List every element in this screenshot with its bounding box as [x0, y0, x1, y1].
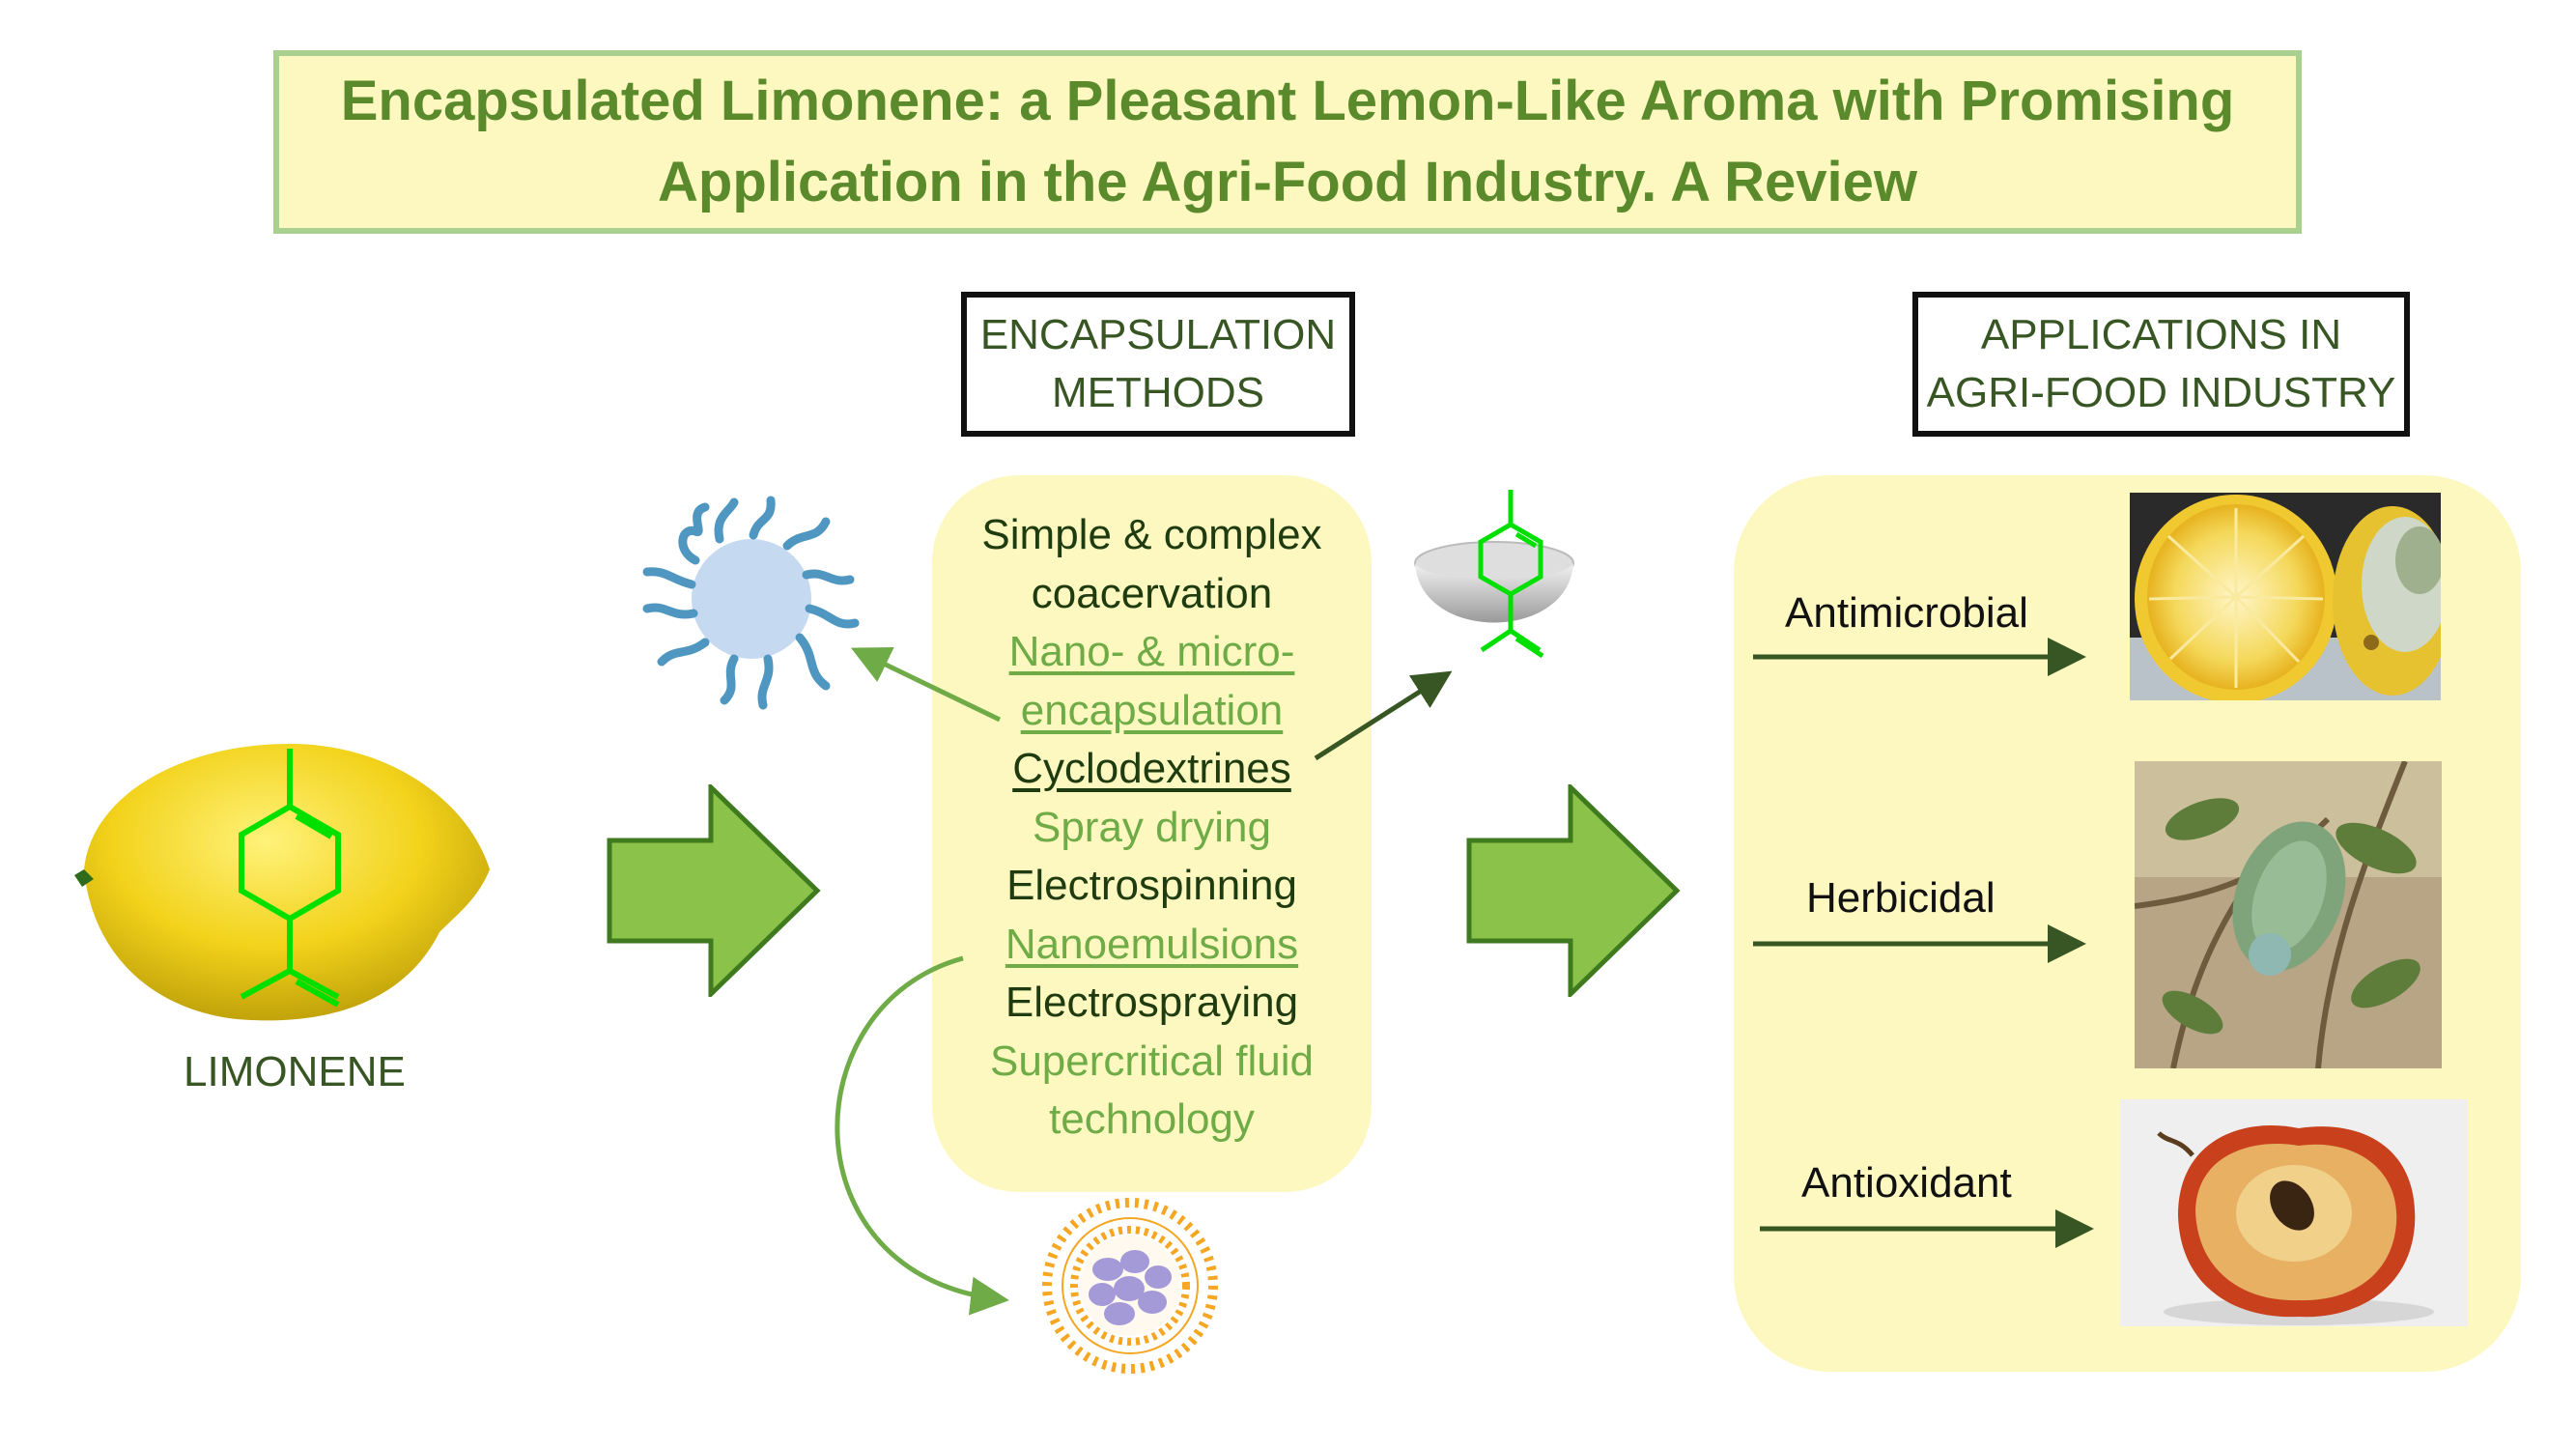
big-arrow-2: [1466, 784, 1681, 997]
application-label: Antimicrobial: [1785, 589, 2028, 637]
method-line: Supercritical fluid: [989, 1037, 1315, 1085]
applications-header-line-1: APPLICATIONS IN: [1980, 311, 2342, 358]
limonene-structure: [239, 749, 341, 1008]
cut-lemon-photo: [2130, 493, 2441, 700]
liposome-icon: [1042, 1198, 1218, 1374]
lemon-with-limonene-structure: [74, 743, 490, 1021]
method-line: Nano- & micro-: [1008, 628, 1295, 675]
encapsulation-header-line-2: METHODS: [1052, 369, 1264, 416]
weed-plant-photo: [2135, 761, 2442, 1068]
method-line: encapsulation: [1020, 686, 1284, 734]
method-line: Nanoemulsions: [1005, 920, 1299, 968]
title-box: Encapsulated Limonene: a Pleasant Lemon-…: [273, 50, 2302, 234]
methods-panel: [932, 475, 1372, 1192]
method-line: coacervation: [1031, 569, 1273, 617]
encapsulation-methods-header: ENCAPSULATION METHODS: [961, 292, 1355, 437]
method-line: Spray drying: [1032, 803, 1271, 851]
title-line-2: Application in the Agri-Food Industry. A…: [658, 151, 1917, 213]
applications-header: APPLICATIONS IN AGRI-FOOD INDUSTRY: [1912, 292, 2410, 437]
arrow-to-cyclodextrin: [1314, 670, 1453, 761]
methods-list: Simple & complex coacervation Nano- & mi…: [932, 506, 1372, 1150]
arrow-to-microcapsule: [850, 647, 1002, 723]
title-line-1: Encapsulated Limonene: a Pleasant Lemon-…: [340, 70, 2235, 132]
encapsulation-header-line-1: ENCAPSULATION: [979, 311, 1337, 358]
polymer-microcapsule-icon: [642, 496, 860, 710]
method-line: Simple & complex: [981, 511, 1322, 558]
limonene-label: LIMONENE: [184, 1048, 406, 1095]
method-line: Electrospinning: [1006, 862, 1297, 909]
dried-apple-photo: [2120, 1099, 2468, 1326]
method-line: technology: [1049, 1095, 1255, 1143]
application-label: Herbicidal: [1806, 874, 1996, 922]
arrow-to-liposome: [835, 955, 1009, 1316]
big-arrow-1: [607, 784, 821, 997]
applications-header-line-2: AGRI-FOOD INDUSTRY: [1926, 369, 2396, 416]
method-line: Cyclodextrines: [1012, 745, 1291, 792]
application-label: Antioxidant: [1801, 1159, 2012, 1207]
cyclodextrin-cup-icon: [1414, 490, 1574, 659]
method-line: Electrospraying: [1005, 979, 1299, 1026]
